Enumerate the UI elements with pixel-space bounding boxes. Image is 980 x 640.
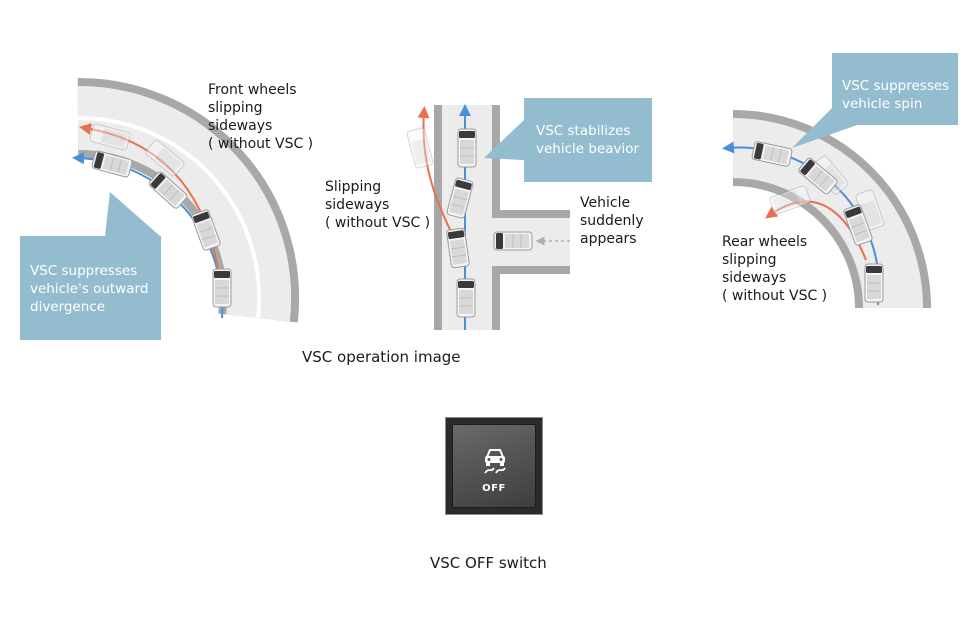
vsc-off-switch[interactable]: OFF	[445, 417, 543, 515]
left-callout-pointer	[105, 192, 160, 236]
vehicle-appears-label: Vehicle suddenly appears	[580, 195, 644, 247]
middle-vsc-callout: VSC stabilizes vehicle beavior	[524, 98, 652, 182]
right-vsc-callout: VSC suppresses vehicle spin	[832, 53, 958, 125]
switch-caption: VSC OFF switch	[430, 554, 547, 572]
slipping-sideways-label: Slipping sideways ( without VSC )	[325, 179, 431, 231]
operation-caption: VSC operation image	[302, 348, 461, 366]
left-curve-road	[77, 77, 300, 323]
front-wheels-label: Front wheels slipping sideways ( without…	[208, 82, 314, 152]
middle-callout-pointer	[484, 120, 524, 160]
vsc-off-switch-face[interactable]: OFF	[452, 424, 536, 508]
switch-off-text: OFF	[482, 483, 506, 494]
rear-wheels-label: Rear wheels slipping sideways ( without …	[722, 234, 828, 304]
left-vsc-callout: VSC suppresses vehicle's outward diverge…	[20, 236, 161, 340]
vsc-skid-car-icon	[484, 449, 506, 474]
